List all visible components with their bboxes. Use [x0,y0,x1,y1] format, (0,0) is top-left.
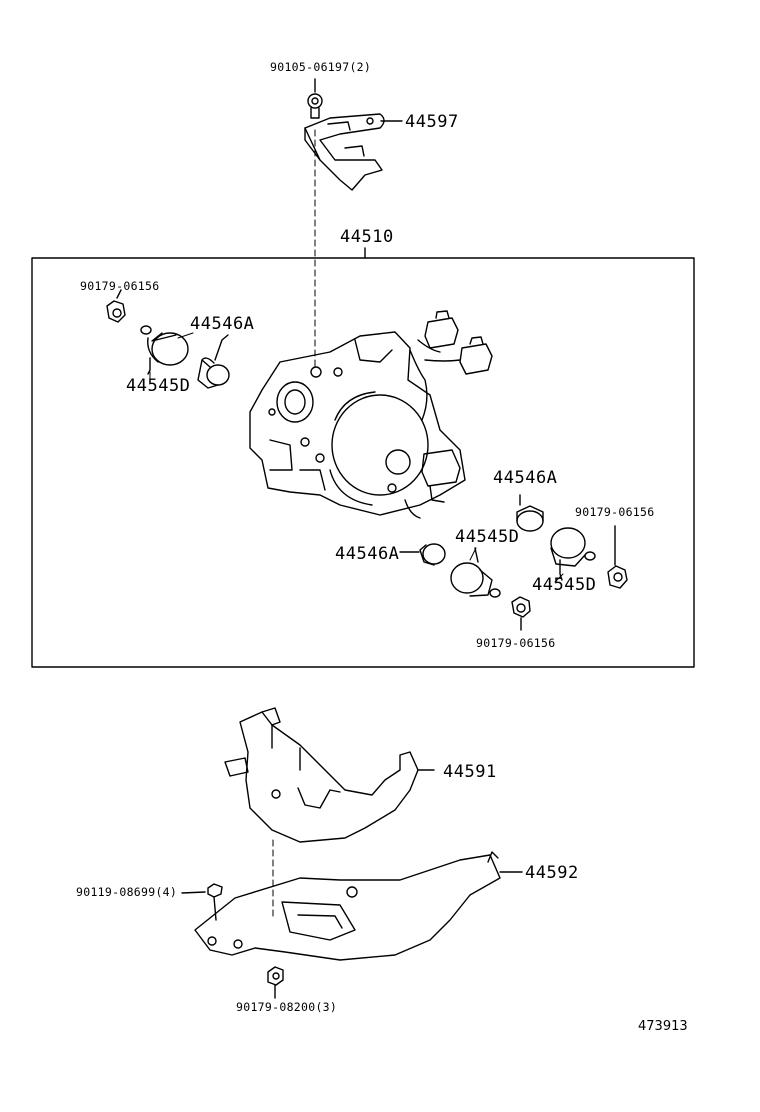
bolt-90119-08699-icon [181,883,223,921]
label-44545D-right: 44545D [532,575,597,595]
label-90179-06156-right: 90179-06156 [575,505,655,519]
label-44546A-center: 44546A [335,544,400,564]
cushion-44545D-center-icon [450,547,501,598]
cushion-44545D-right-icon [550,527,596,581]
label-90179-06156-left: 90179-06156 [80,279,160,293]
nut-right-icon [607,525,628,589]
label-44510: 44510 [340,227,394,247]
cushion-44545D-left-icon [140,325,189,375]
alignment-lines [272,129,316,921]
sleeve-44546A-left-icon [197,334,230,389]
label-44546A-left: 44546A [190,314,255,334]
label-44545D-left: 44545D [126,376,191,396]
label-90105-06197: 90105-06197(2) [270,60,372,74]
bracket-44591-icon [224,707,435,843]
bracket-44592-icon [194,851,523,961]
label-44597: 44597 [405,112,459,132]
nut-left-icon [106,289,126,323]
label-90179-08200: 90179-08200(3) [236,1000,338,1014]
nut-90179-08200-icon [267,966,284,999]
label-90119-08699: 90119-08699(4) [76,885,178,899]
label-44591: 44591 [443,762,497,782]
figure-number: 473913 [638,1019,688,1034]
nut-center-icon [511,596,531,631]
sleeve-44546A-right-icon [516,494,544,532]
bolt-90105-06197-icon [307,78,323,119]
label-90179-06156-center: 90179-06156 [476,636,556,650]
bracket-44597-icon [304,113,403,191]
label-44546A-right: 44546A [493,468,558,488]
actuator-44510-icon [249,310,493,519]
leader-lines [149,332,564,583]
sleeve-44546A-center-icon [399,543,446,566]
assembly-group-box [31,247,695,668]
label-44592: 44592 [525,863,579,883]
label-44545D-center: 44545D [455,527,520,547]
